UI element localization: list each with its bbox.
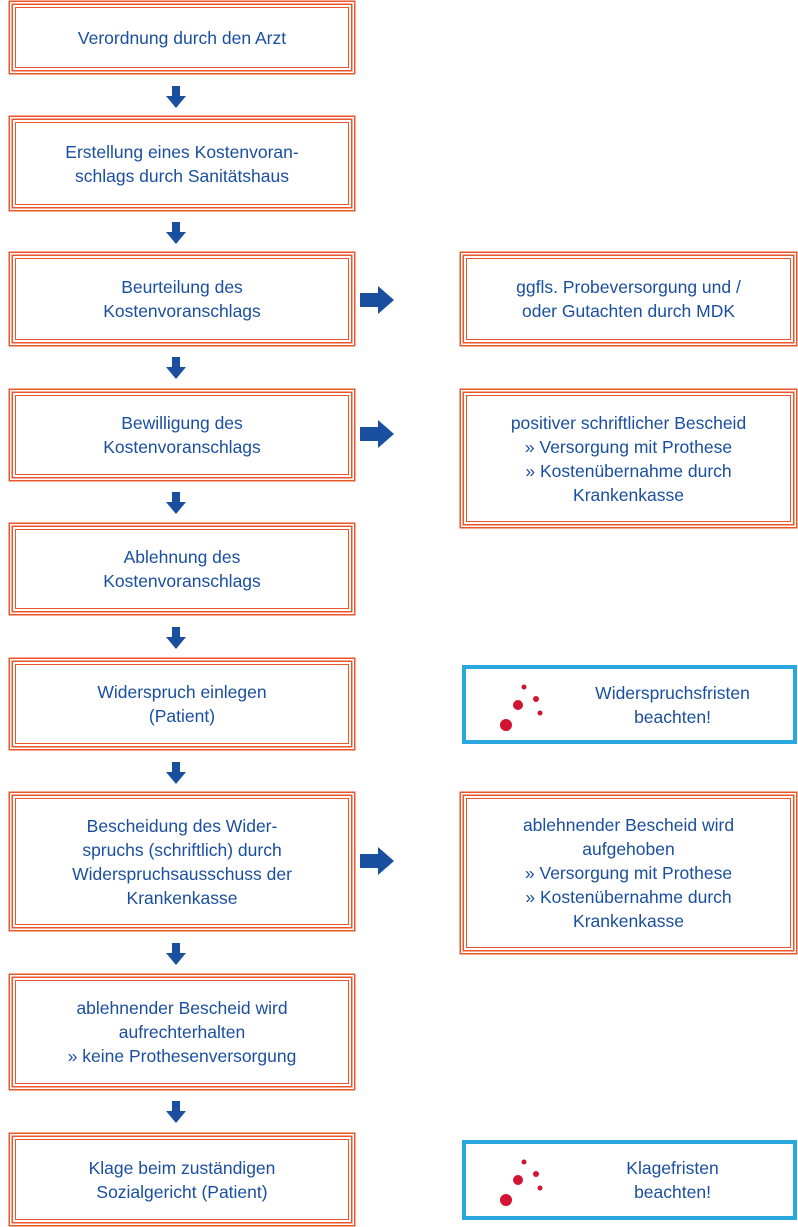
step-line: Klage beim zuständigen [88,1157,276,1178]
result-probeversorgung: ggfls. Probeversorgung und / oder Gutach… [466,258,791,340]
step-bewilligung: Bewilligung des Kostenvoranschlags [15,395,349,475]
step-line: » keine Prothesenversorgung [67,1046,297,1066]
arrow-down-icon [166,492,186,514]
note-line: Klagefristen [626,1158,719,1178]
step-bescheidung-widerspruch: Bescheidung des Wider- spruchs (schriftl… [15,798,349,925]
step-line: Krankenkasse [126,887,238,908]
arrow-down-icon [166,86,186,108]
note-klagefristen: Klagefristen beachten! [462,1140,797,1220]
result-bescheid-aufgehoben: ablehnender Bescheid wird aufgehoben » V… [466,798,791,948]
red-dots-icon [500,684,543,731]
result-line: Krankenkasse [573,911,684,931]
step-line: Erstellung eines Kostenvoran- [65,141,299,162]
arrow-down-icon [166,357,186,379]
arrow-down-icon [166,1101,186,1123]
result-line: » Versorgung mit Prothese [524,863,733,883]
note-line: beachten! [634,1182,711,1202]
step-widerspruch: Widerspruch einlegen (Patient) [15,664,349,744]
step-line: Widerspruch einlegen [97,682,267,702]
step-verordnung: Verordnung durch den Arzt [15,7,349,68]
step-bescheid-aufrechterhalten: ablehnender Bescheid wird aufrechterhalt… [15,980,349,1084]
step-line: Bescheidung des Wider- [86,815,278,836]
arrow-right-icon [360,286,394,314]
step-line: (Patient) [148,706,216,726]
step-line: aufrechterhalten [118,1022,246,1042]
result-line: ggfls. Probeversorgung und / [516,277,741,297]
step-line: Verordnung durch den Arzt [77,27,287,48]
step-klage: Klage beim zuständigen Sozialgericht (Pa… [15,1139,349,1220]
step-line: Ablehnung des [123,547,241,567]
step-line: Bewilligung des [121,413,243,433]
step-beurteilung: Beurteilung des Kostenvoranschlags [15,258,349,340]
step-line: Kostenvoranschlags [103,437,261,457]
result-line: positiver schriftlicher Bescheid [510,412,747,433]
result-line: ablehnender Bescheid wird [522,815,735,835]
result-line: » Kostenübernahme durch [525,460,732,481]
step-line: Kostenvoranschlags [103,571,261,591]
arrow-down-icon [166,222,186,244]
arrow-right-icon [360,420,394,448]
step-kostenvoranschlag-erstellung: Erstellung eines Kostenvoran- schlags du… [15,122,349,205]
result-line: » Kostenübernahme durch [525,887,732,907]
note-widerspruchsfristen: Widerspruchsfristen beachten! [462,665,797,744]
note-line: Widerspruchsfristen [595,682,750,703]
step-line: Beurteilung des [121,277,243,297]
result-line: Krankenkasse [573,484,684,505]
step-line: schlags durch Sanitätshaus [74,165,290,186]
note-line: beachten! [634,706,711,727]
step-line: Sozialgericht (Patient) [96,1181,268,1202]
arrow-right-icon [360,847,394,875]
result-positiver-bescheid: positiver schriftlicher Bescheid » Verso… [466,395,791,522]
result-line: » Versorgung mit Prothese [524,436,733,457]
arrow-down-icon [166,627,186,649]
step-line: spruchs (schriftlich) durch [82,839,282,860]
step-line: Widerspruchsausschuss der [72,863,292,884]
red-dots-icon [500,1159,543,1206]
step-ablehnung: Ablehnung des Kostenvoranschlags [15,529,349,609]
step-line: Kostenvoranschlags [103,301,261,321]
result-line: aufgehoben [582,839,675,859]
arrow-down-icon [166,943,186,965]
result-line: oder Gutachten durch MDK [521,301,736,321]
step-line: ablehnender Bescheid wird [76,998,288,1018]
arrow-down-icon [166,762,186,784]
